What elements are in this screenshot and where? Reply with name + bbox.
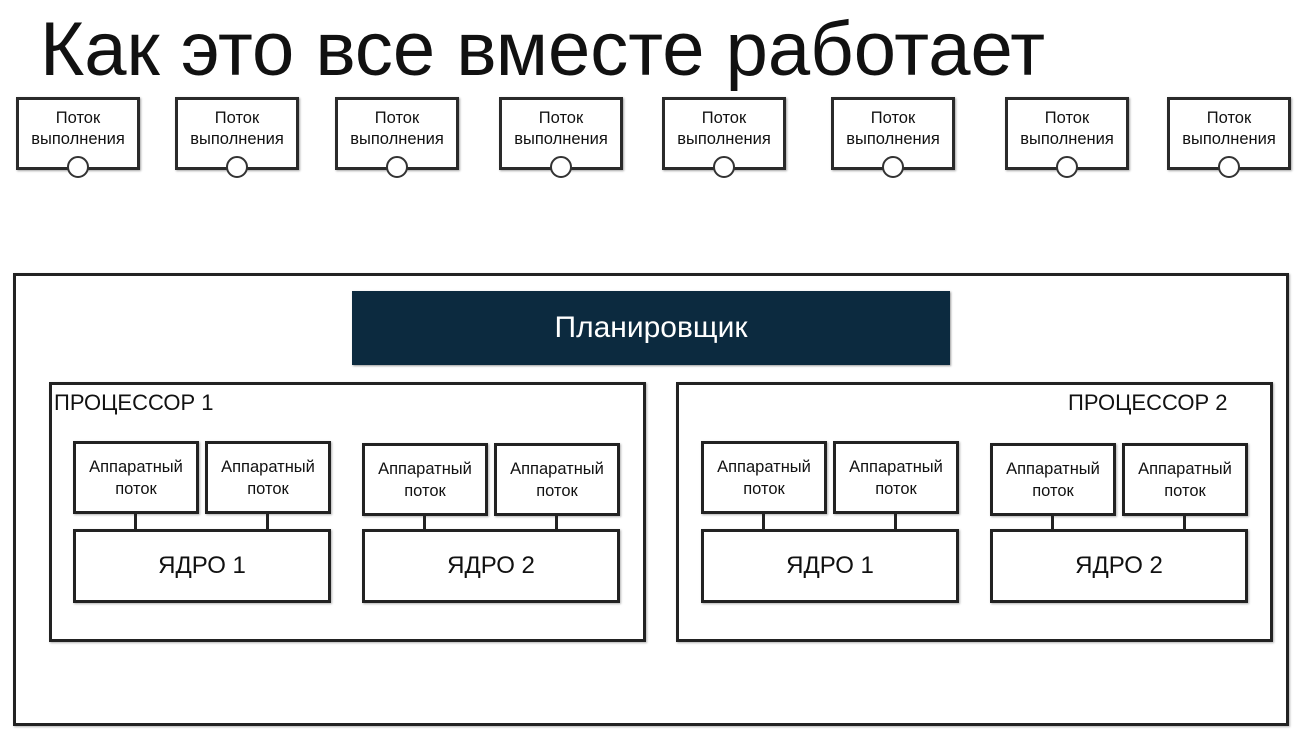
thread-connector-icon	[882, 156, 904, 178]
thread-connector-icon	[1056, 156, 1078, 178]
connector-line	[894, 514, 897, 529]
connector-line	[134, 514, 137, 529]
core-p1-2: ЯДРО 2	[362, 529, 620, 603]
processor-1-box	[49, 382, 646, 642]
thread-connector-icon	[386, 156, 408, 178]
core-label: ЯДРО 1	[158, 552, 246, 579]
thread-connector-icon	[67, 156, 89, 178]
core-p2-1: ЯДРО 1	[701, 529, 959, 603]
core-p1-1: ЯДРО 1	[73, 529, 331, 603]
connector-line	[1051, 516, 1054, 529]
connector-line	[423, 516, 426, 529]
connector-line	[762, 514, 765, 529]
thread-connector-icon	[550, 156, 572, 178]
thread-connector-icon	[226, 156, 248, 178]
connector-line	[1183, 516, 1186, 529]
thread-connector-icon	[713, 156, 735, 178]
processor-1-label: ПРОЦЕССОР 1	[54, 390, 214, 415]
core-label: ЯДРО 1	[786, 552, 874, 579]
core-label: ЯДРО 2	[447, 552, 535, 579]
core-p2-2: ЯДРО 2	[990, 529, 1248, 603]
scheduler-label: Планировщик	[554, 311, 748, 344]
system-container	[13, 273, 1289, 726]
connector-line	[266, 514, 269, 529]
core-label: ЯДРО 2	[1075, 552, 1163, 579]
page-title: Как это все вместе работает	[40, 7, 1046, 92]
processor-2-box	[676, 382, 1273, 642]
connector-line	[555, 516, 558, 529]
thread-connector-icon	[1218, 156, 1240, 178]
processor-2-label: ПРОЦЕССОР 2	[1068, 390, 1228, 415]
scheduler-box: Планировщик	[352, 291, 950, 365]
